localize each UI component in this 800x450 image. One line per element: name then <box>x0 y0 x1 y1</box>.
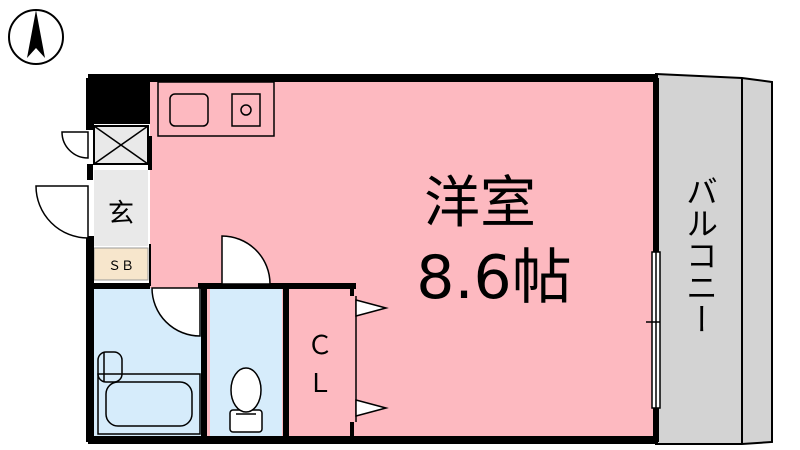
entrance-label: 玄 <box>108 199 134 229</box>
sink-icon <box>169 93 209 127</box>
balcony-label: バルコニー <box>681 175 719 335</box>
entrance-door-icon <box>35 131 89 239</box>
balcony-window[interactable] <box>646 251 661 409</box>
kitchen-counter <box>157 81 275 137</box>
north-arrow-icon <box>27 10 45 58</box>
bathroom-door-icon <box>151 287 201 337</box>
western-room-size: 8.6帖 <box>416 243 571 313</box>
bathtub-icon <box>97 373 201 435</box>
north-compass <box>8 9 64 65</box>
shoe-box-label: ＳＢ <box>108 259 134 274</box>
western-room-name: 洋室 <box>424 171 536 236</box>
walls <box>86 74 659 444</box>
closet-label-l: Ｌ <box>307 369 333 399</box>
closet-label-c: Ｃ <box>307 331 333 361</box>
entrance-floor <box>94 170 148 246</box>
closet-door-icon <box>355 296 389 422</box>
stove-icon <box>231 93 261 127</box>
toilet-icon <box>229 367 263 433</box>
toilet-door-icon <box>221 235 271 285</box>
closet-floor <box>290 290 352 436</box>
pipe-shaft-icon <box>93 125 149 165</box>
washbasin-icon <box>97 351 123 383</box>
